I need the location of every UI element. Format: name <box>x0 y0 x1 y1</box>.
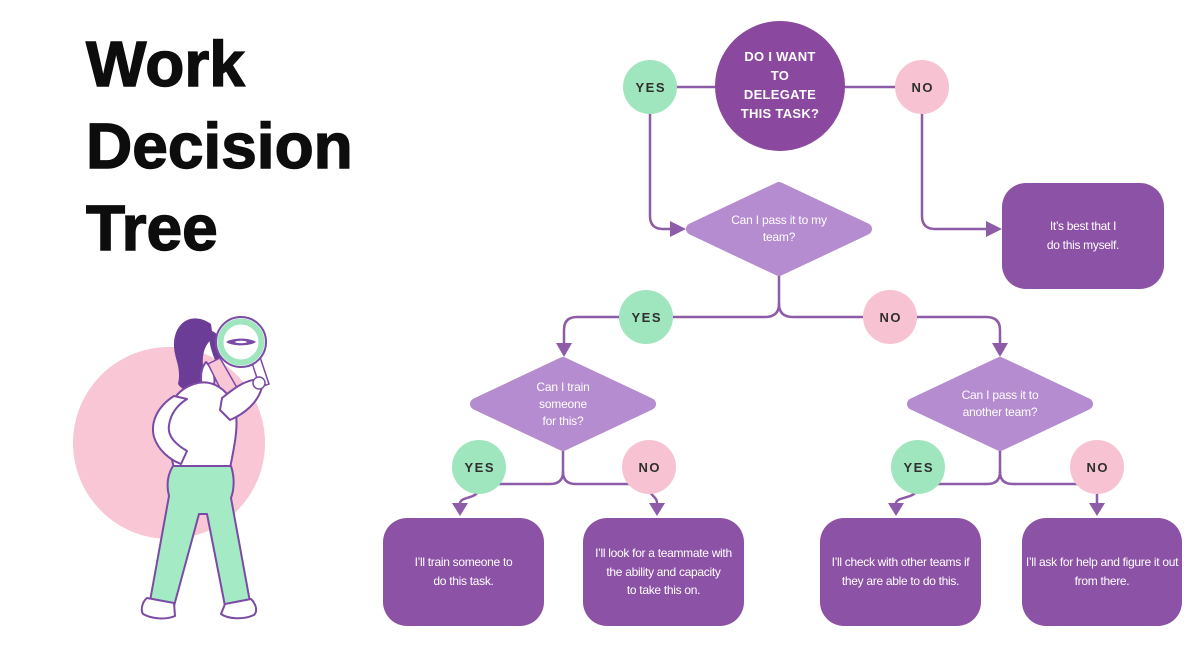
decision-diamond-train-someone <box>470 357 656 451</box>
no-badge-root: NO <box>895 60 949 114</box>
arrowhead-into-box3 <box>888 503 904 516</box>
outcome-ask-for-help: I’ll ask for help and figure it out from… <box>1022 518 1182 626</box>
root-question-node: DO I WANT TO DELEGATE THIS TASK? <box>715 21 845 151</box>
arm-on-hip <box>152 395 188 465</box>
hand <box>252 376 266 390</box>
decision-diamond-pass-another-team <box>907 357 1093 451</box>
magnifier-ring <box>217 318 265 366</box>
connector-diamond1-yes-branch <box>562 302 781 345</box>
yes-badge-train: YES <box>452 440 506 494</box>
arrowhead-into-diamond3 <box>992 343 1008 357</box>
outcome-find-teammate: I’ll look for a teammate with the abilit… <box>583 518 744 626</box>
yes-badge-another-team: YES <box>891 440 945 494</box>
outcome-do-it-myself: It’s best that I do this myself. <box>1002 183 1164 289</box>
outcome-check-other-teams: I’ll check with other teams if they are … <box>820 518 981 626</box>
arrowhead-into-box4 <box>1089 503 1105 516</box>
outcome-train-someone: I’ll train someone to do this task. <box>383 518 544 626</box>
arrowhead-into-diamond2 <box>556 343 572 357</box>
decision-diamond-pass-to-team <box>686 182 872 276</box>
connector-yes-elbow <box>648 112 672 231</box>
person-illustration <box>73 316 270 620</box>
no-badge-train: NO <box>622 440 676 494</box>
eye-highlight <box>235 340 247 344</box>
arrowhead-into-box1 <box>452 503 468 516</box>
trousers <box>149 465 251 607</box>
yes-badge-root: YES <box>623 60 677 114</box>
right-shoe <box>220 598 258 620</box>
connector-diamond3-no-branch <box>998 470 1100 486</box>
connector-diamond1-no-branch <box>777 302 1002 345</box>
person-figure <box>140 316 270 620</box>
no-badge-another-team: NO <box>1070 440 1124 494</box>
page-title: Work Decision Tree <box>85 27 353 264</box>
decision-label-another-team: Can I pass it to another team? <box>961 388 1039 419</box>
left-shoe <box>140 597 176 620</box>
yes-badge-team: YES <box>619 290 673 344</box>
arrowhead-into-box2 <box>649 503 665 516</box>
connector-no-elbow <box>920 112 988 231</box>
arrowhead-into-diamond1 <box>670 221 686 237</box>
decision-label-train-someone: Can I train someone for this? <box>536 379 590 428</box>
arrowhead-into-myself-box <box>986 221 1002 237</box>
no-badge-team: NO <box>863 290 917 344</box>
connector-diamond2-no-branch <box>561 470 651 486</box>
decision-label-pass-to-team: Can I pass it to my team? <box>731 213 827 244</box>
